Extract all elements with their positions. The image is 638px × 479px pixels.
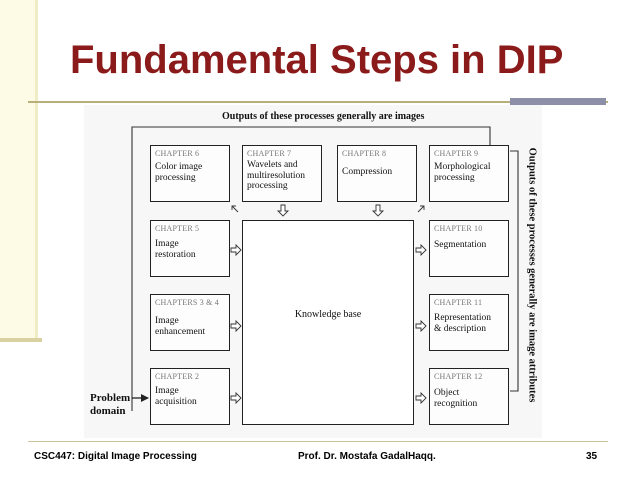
step-name: Segmentation xyxy=(434,240,487,250)
footer-course: CSC447: Digital Image Processing xyxy=(34,451,197,462)
box-representation-description: CHAPTER 11 Representation& description xyxy=(429,294,509,351)
knowledge-base-label: Knowledge base xyxy=(294,309,362,320)
problem-domain-line: Problem xyxy=(90,392,131,404)
problem-domain-label: Problem domain xyxy=(90,392,130,418)
chapter-label: CHAPTERS 3 & 4 xyxy=(155,298,219,307)
knowledge-base-box: Knowledge base xyxy=(242,220,414,425)
chapter-label: CHAPTER 12 xyxy=(434,372,483,381)
chapter-label: CHAPTER 8 xyxy=(342,149,387,158)
dip-steps-diagram: Outputs of these processes generally are… xyxy=(84,105,542,438)
footer-professor: Prof. Dr. Mostafa GadalHaqq. xyxy=(298,451,436,462)
footer-rule xyxy=(28,441,608,442)
title-rule-accent xyxy=(510,98,606,105)
chapter-label: CHAPTER 11 xyxy=(434,298,483,307)
box-compression: CHAPTER 8 Compression xyxy=(337,145,417,202)
top-output-label: Outputs of these processes generally are… xyxy=(222,111,425,122)
slide-left-bar-tick xyxy=(0,338,42,342)
chapter-label: CHAPTER 2 xyxy=(155,372,200,381)
chapter-label: CHAPTER 10 xyxy=(434,224,483,233)
slide-title: Fundamental Steps in DIP xyxy=(70,38,564,82)
chapter-label: CHAPTER 6 xyxy=(155,149,200,158)
page-number: 35 xyxy=(586,451,598,462)
slide-left-bar xyxy=(0,0,38,340)
step-name: Compression xyxy=(342,167,393,177)
box-segmentation: CHAPTER 10 Segmentation xyxy=(429,220,509,277)
side-output-label: Outputs of these processes generally are… xyxy=(526,147,538,403)
problem-domain-line: domain xyxy=(90,405,126,417)
diagram-connectors xyxy=(131,126,519,411)
chapter-label: CHAPTER 9 xyxy=(434,149,479,158)
chapter-label: CHAPTER 5 xyxy=(155,224,200,233)
title-rule xyxy=(28,101,608,103)
step-name: Representation& description xyxy=(434,313,491,334)
chapter-label: CHAPTER 7 xyxy=(247,149,292,158)
